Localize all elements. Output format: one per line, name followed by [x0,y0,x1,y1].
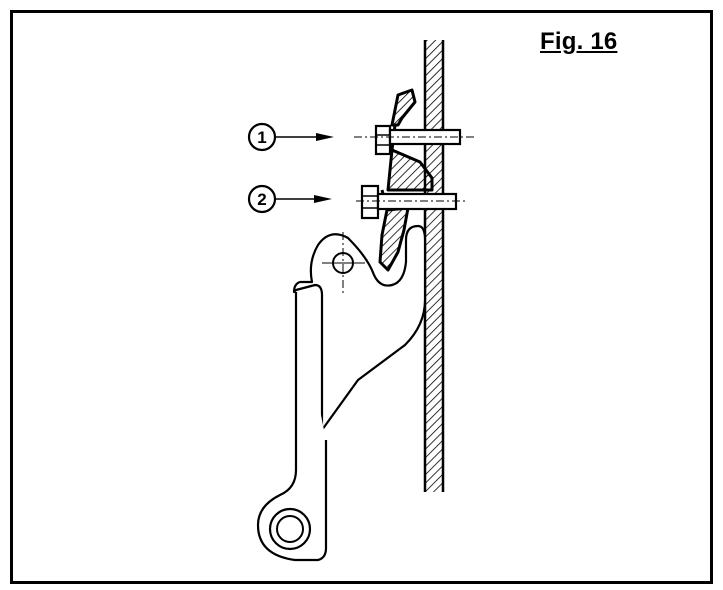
bolt-2 [356,184,465,220]
callout-1-label: 1 [257,128,266,147]
bolt-1 [354,124,474,156]
pivot-pin [322,232,365,294]
hinge-arm [256,224,427,562]
callout-1: 1 [247,122,334,152]
callout-2-label: 2 [257,190,266,209]
figure-title: Fig. 16 [540,28,618,55]
callout-2: 2 [247,184,332,214]
wall-section [423,40,445,492]
